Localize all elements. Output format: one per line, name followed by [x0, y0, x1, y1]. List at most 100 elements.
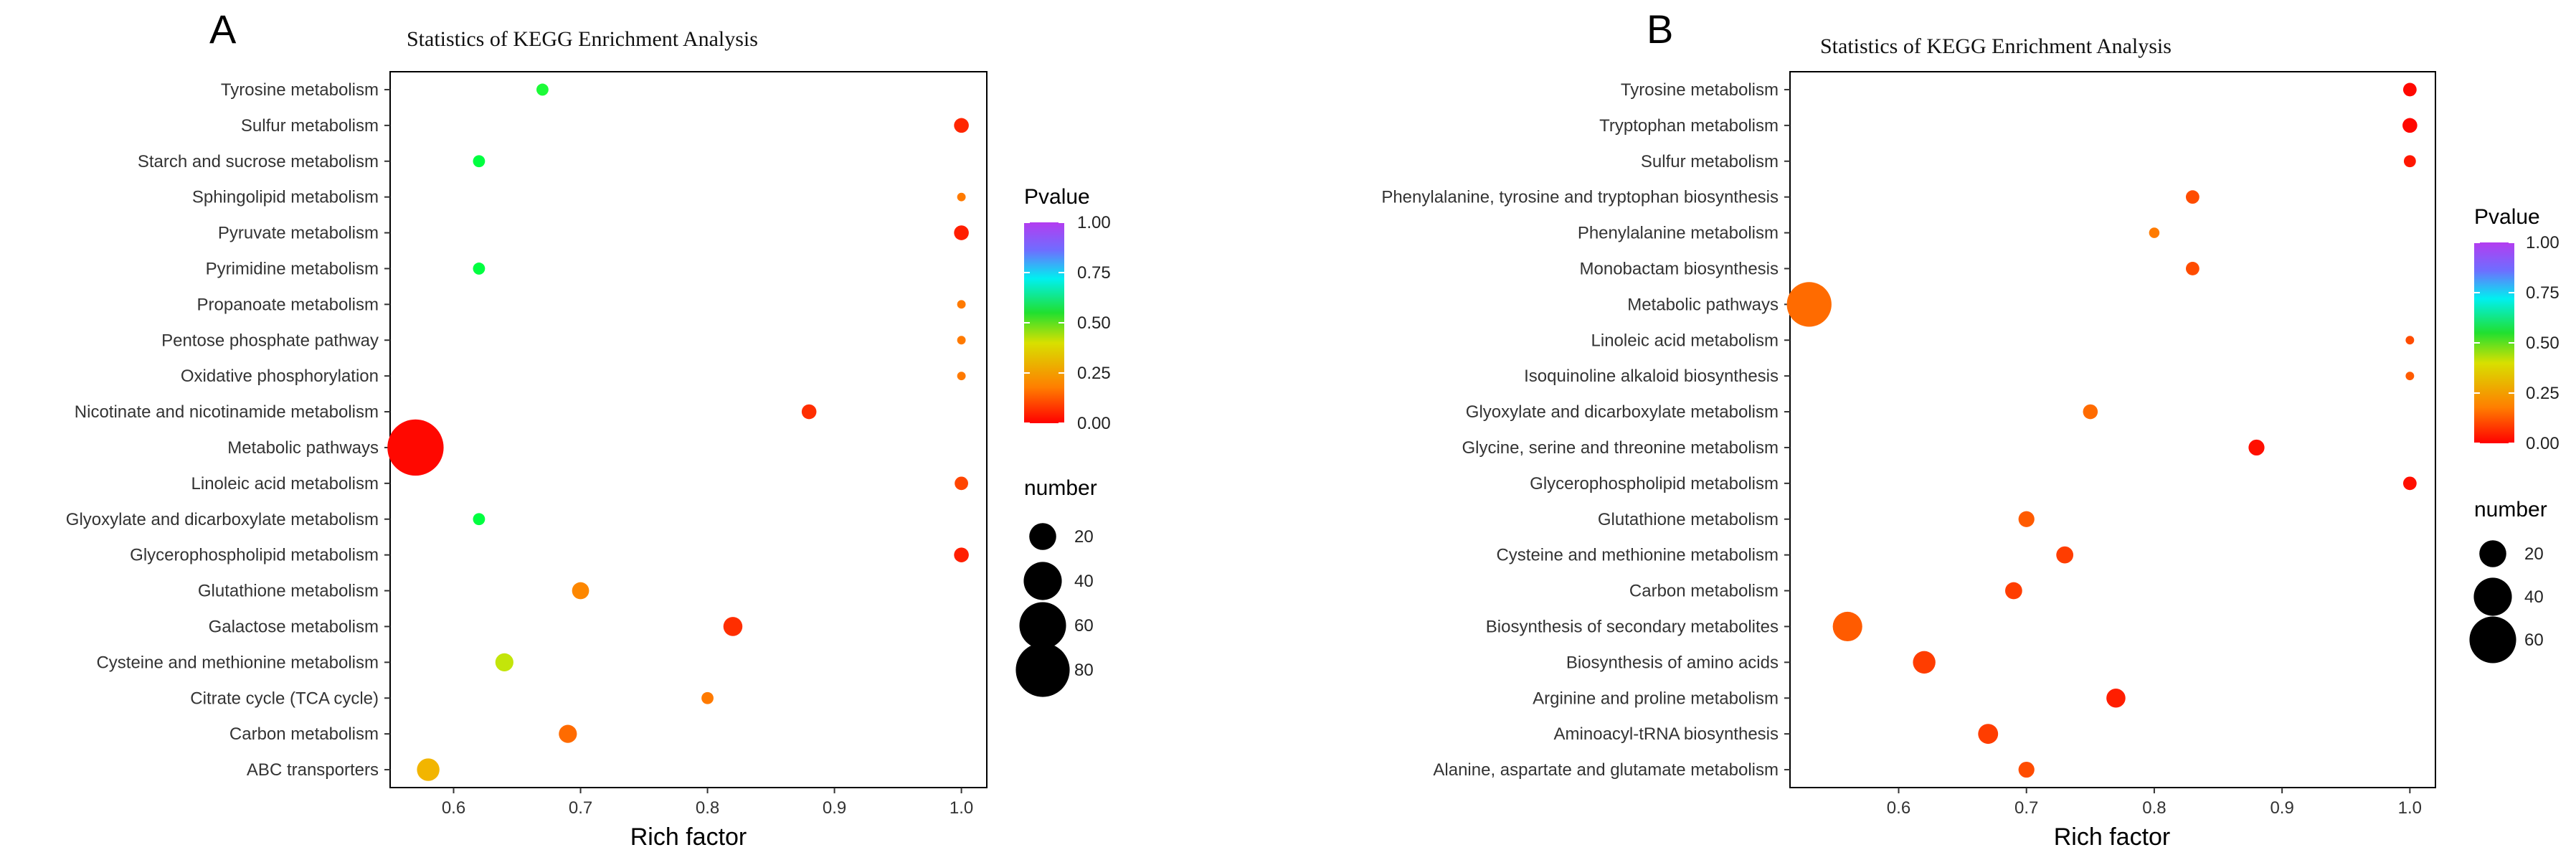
panel-a: A Statistics of KEGG Enrichment Analysis… — [66, 6, 1111, 851]
data-point — [417, 758, 440, 781]
data-point — [2248, 439, 2265, 456]
data-point — [473, 155, 486, 168]
pvalue-colorbar-b — [2474, 242, 2514, 443]
data-point — [572, 582, 589, 600]
data-point — [1978, 724, 1999, 745]
y-tick-label: ABC transporters — [247, 760, 379, 780]
y-tick-label: Sulfur metabolism — [241, 116, 379, 136]
x-axis-label-b: Rich factor — [2054, 823, 2171, 851]
pvalue-tick-label: 1.00 — [2526, 233, 2560, 252]
data-point — [387, 419, 444, 476]
pvalue-ticks-b — [2474, 242, 2514, 444]
data-point — [1832, 611, 1862, 642]
data-point — [473, 263, 486, 275]
y-tick-label: Glyoxylate and dicarboxylate metabolism — [1466, 402, 1779, 422]
pvalue-legend-title-a: Pvalue — [1024, 185, 1090, 209]
y-tick-label: Tyrosine metabolism — [1621, 80, 1779, 100]
data-point — [954, 118, 969, 133]
size-legend-label: 20 — [1074, 527, 1094, 547]
data-point — [495, 653, 513, 671]
data-point — [2018, 761, 2035, 778]
panel-label-a: A — [209, 6, 237, 52]
data-point — [2402, 476, 2417, 491]
number-legend-title-a: number — [1024, 476, 1097, 500]
plot-frame — [1789, 71, 2436, 788]
chart-title-b: Statistics of KEGG Enrichment Analysis — [1820, 34, 2172, 58]
data-point — [801, 404, 817, 420]
y-tick-label: Tryptophan metabolism — [1599, 116, 1779, 136]
x-tick-label: 0.8 — [2142, 798, 2166, 818]
y-tick-label: Sulfur metabolism — [1641, 152, 1779, 171]
pvalue-colorbar-a — [1024, 222, 1064, 423]
data-point — [2056, 546, 2074, 564]
size-legend-label: 60 — [1074, 616, 1094, 636]
data-point — [957, 300, 966, 309]
y-tick-label: Glutathione metabolism — [198, 582, 379, 601]
pvalue-legend-b: Pvalue 1.00 0.75 0.50 0.25 0.00 — [2474, 205, 2560, 453]
data-point — [954, 225, 969, 240]
size-legend-label: 40 — [1074, 572, 1094, 591]
data-point — [2106, 688, 2126, 708]
data-point — [957, 336, 966, 345]
size-legend-dot — [1019, 602, 1066, 649]
pvalue-tick-label: 1.00 — [1077, 213, 1111, 232]
y-tick-label: Metabolic pathways — [227, 438, 379, 458]
pvalue-tick-label: 0.25 — [1077, 364, 1111, 383]
y-tick-label: Glycine, serine and threonine metabolism — [1462, 438, 1779, 458]
x-tick-label: 0.8 — [696, 798, 719, 818]
y-tick-label: Starch and sucrose metabolism — [138, 152, 379, 171]
number-legend-keys-b: 20 40 60 — [2469, 540, 2544, 663]
x-tick-label: 0.6 — [442, 798, 465, 818]
y-tick-label: Isoquinoline alkaloid biosynthesis — [1524, 367, 1779, 386]
data-point — [2018, 511, 2035, 527]
data-point — [957, 372, 966, 381]
y-tick-label: Glycerophospholipid metabolism — [1530, 474, 1779, 493]
size-legend-label: 60 — [2524, 630, 2544, 650]
size-legend-label: 20 — [2524, 544, 2544, 564]
data-point — [1913, 651, 1936, 674]
y-tick-label: Metabolic pathways — [1627, 295, 1779, 314]
data-point — [1786, 282, 1832, 327]
x-tick-label: 0.9 — [2270, 798, 2293, 818]
data-point — [723, 617, 743, 636]
y-tick-label: Alanine, aspartate and glutamate metabol… — [1433, 760, 1779, 780]
y-tick-label: Phenylalanine metabolism — [1578, 224, 1779, 243]
pvalue-tick-label: 0.00 — [2526, 434, 2560, 453]
number-legend-b: number 20 40 60 — [2469, 498, 2547, 663]
y-tick-label: Tyrosine metabolism — [221, 80, 379, 100]
data-point — [2403, 155, 2416, 168]
size-legend-dot — [1015, 643, 1070, 697]
plot-frame — [389, 71, 988, 788]
number-legend-a: number 20 40 60 80 — [1015, 476, 1097, 697]
x-tick-label: 0.7 — [2014, 798, 2038, 818]
size-legend-label: 40 — [2524, 587, 2544, 607]
data-point — [955, 476, 968, 491]
data-point — [957, 192, 966, 202]
x-tick-label: 1.0 — [2398, 798, 2422, 818]
data-point — [2405, 336, 2415, 345]
y-tick-label: Biosynthesis of amino acids — [1566, 653, 1779, 672]
y-tick-label: Aminoacyl-tRNA biosynthesis — [1554, 724, 1779, 744]
size-legend-dot — [1023, 562, 1062, 600]
pvalue-legend-a: Pvalue 1.00 0.75 0.50 0.25 0.00 — [1024, 185, 1111, 433]
size-legend-label: 80 — [1074, 661, 1094, 680]
data-point — [2185, 190, 2199, 204]
pvalue-legend-title-b: Pvalue — [2474, 205, 2540, 229]
data-point — [473, 513, 486, 526]
pvalue-ticks-a — [1024, 222, 1064, 424]
y-tick-label: Citrate cycle (TCA cycle) — [190, 689, 379, 708]
y-tick-label: Pyruvate metabolism — [218, 224, 379, 243]
data-point — [2185, 262, 2199, 275]
pvalue-tick-label: 0.25 — [2526, 384, 2560, 403]
y-tick-label: Sphingolipid metabolism — [192, 188, 379, 207]
data-point — [2405, 372, 2415, 381]
y-tick-label: Linoleic acid metabolism — [191, 474, 379, 493]
y-tick-label: Propanoate metabolism — [197, 295, 379, 314]
number-legend-title-b: number — [2474, 498, 2547, 521]
x-tick-label: 1.0 — [950, 798, 973, 818]
data-point — [559, 724, 577, 743]
y-tick-label: Linoleic acid metabolism — [1591, 331, 1779, 350]
number-legend-keys-a: 20 40 60 80 — [1015, 523, 1094, 697]
y-tick-label: Pentose phosphate pathway — [161, 331, 379, 350]
